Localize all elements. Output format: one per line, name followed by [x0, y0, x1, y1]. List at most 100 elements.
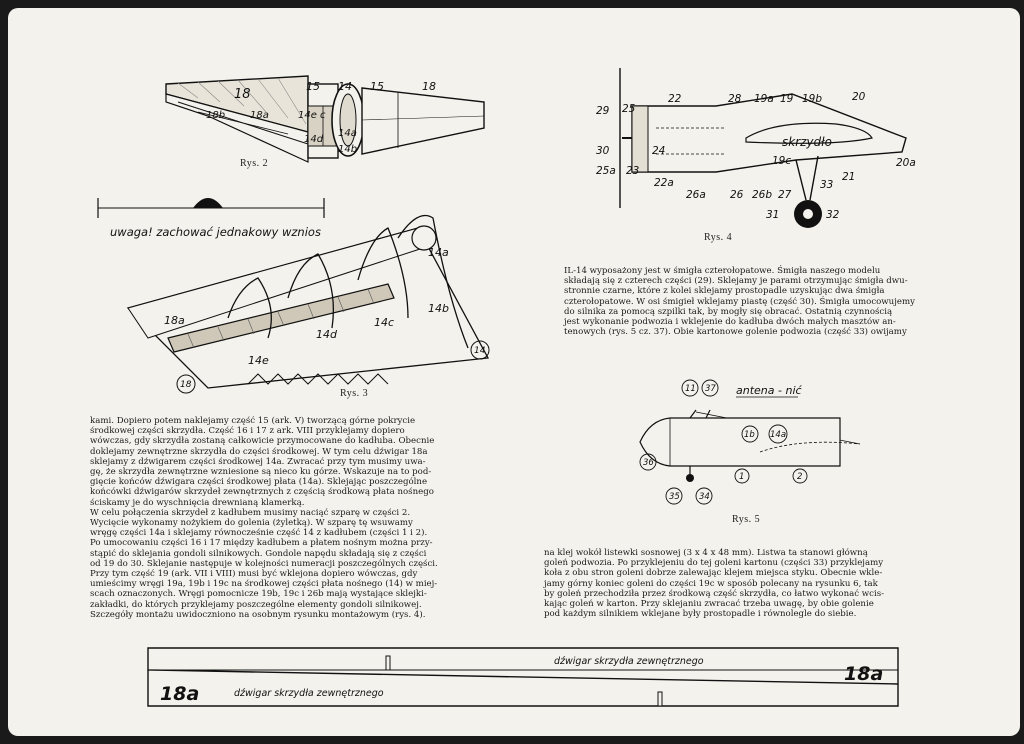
- rys4-label: 26: [730, 189, 744, 201]
- rys4-label: 33: [820, 179, 833, 191]
- rys2-label: 14e: [298, 110, 317, 121]
- rys2-label: 18a: [250, 110, 269, 121]
- text-line: koła z obu stron goleni dobrze zalewając…: [544, 568, 883, 579]
- rys4-label: 19b: [802, 93, 822, 105]
- rys3-label: 14a: [428, 246, 449, 259]
- wing-label: skrzydło: [782, 135, 832, 149]
- rys4-label: 31: [766, 209, 779, 221]
- rys2-label: 18: [234, 87, 251, 102]
- spar-strip: dźwigar skrzydła zewnętrznego 18a 18a dź…: [147, 647, 899, 707]
- rys2-label: 14a: [338, 128, 357, 139]
- text-line: goleń podwozia. Po przyklejeniu do tej g…: [544, 558, 884, 569]
- rys4-label: 25: [622, 103, 636, 115]
- text-line: gięcie końców dźwigara części środkowej …: [90, 477, 428, 488]
- rys5-circle-label: 35: [669, 492, 680, 502]
- text-right-bottom: na klej wokół listewki sosnowej (3 x 4 x…: [544, 548, 984, 619]
- text-line: W celu połączenia skrzydeł z kadłubem mu…: [90, 507, 411, 518]
- rys4-label: 22a: [654, 177, 674, 189]
- text-line: Wycięcie wykonamy nożykiem do golenia (ż…: [90, 518, 413, 529]
- rys2-label: 18b: [206, 110, 225, 121]
- text-line: wręgę części 14a i sklejamy równocześnie…: [90, 528, 428, 539]
- strip-top-code: 18a: [844, 663, 883, 685]
- rys4-label: 29: [596, 105, 610, 117]
- strip-bottom-label: dźwigar skrzydła zewnętrznego: [234, 688, 384, 699]
- text-line: Szczegóły montażu uwidoczniono na osobny…: [90, 609, 426, 620]
- rys4-label: 26b: [752, 189, 772, 201]
- rys5-circle-label: 34: [699, 492, 710, 502]
- rys4-label: 24: [652, 145, 665, 157]
- rys2-caption: Rys. 2: [240, 158, 269, 169]
- text-line: kając goleń w karton. Przy sklejaniu zwr…: [544, 599, 874, 610]
- rys3-label: 14e: [248, 354, 269, 367]
- text-line: IL-14 wyposażony jest w śmigła czterołop…: [564, 266, 881, 276]
- rys3-caption: Rys. 3: [340, 388, 369, 399]
- text-line: doklejamy zewnętrzne skrzydła do części …: [90, 446, 428, 457]
- rys3-label: 14d: [316, 328, 338, 341]
- figure-rys5: antena - nić 11 37 1b 14a 1 2 36 35 34: [639, 379, 861, 505]
- rys4-caption: Rys. 4: [704, 232, 733, 243]
- rys5-circle-label: 2: [797, 472, 802, 482]
- rys5-circle-label: 1: [739, 472, 744, 482]
- text-line: tenowych (rys. 5 cz. 37). Obie kartonowe…: [564, 327, 907, 338]
- figure-rys2: 18 15 14 15 18 18b 18a 14e c 14d 14a 14b: [165, 75, 485, 163]
- rys5-circle-label: 36: [643, 458, 654, 468]
- rys2-label: 18: [422, 80, 436, 93]
- strip-bottom-code: 18a: [160, 683, 199, 705]
- rys4-label: 26a: [686, 189, 706, 201]
- text-line: umieścimy wręgi 19a, 19b i 19c na środko…: [90, 579, 438, 590]
- rys4-label: 20: [852, 91, 866, 103]
- antenna-label: antena - nić: [736, 384, 802, 397]
- rys4-label: 20a: [896, 157, 916, 169]
- rys4-label: 19a: [754, 93, 774, 105]
- rys4-label: 28: [728, 93, 742, 105]
- rys2-label: 14: [338, 80, 352, 93]
- rys4-label: 32: [826, 209, 840, 221]
- text-line: gę, że skrzydła zewnętrzne wzniesione są…: [90, 467, 432, 478]
- rys2-label: c: [320, 110, 326, 121]
- rys2-label: 15: [306, 80, 320, 93]
- text-line: Przy tym część 19 (ark. VII i VIII) musi…: [90, 569, 418, 580]
- text-line: by goleń przechodziła przez środkową czę…: [544, 588, 885, 599]
- text-line: wówczas, gdy skrzydła zostaną całkowicie…: [90, 436, 435, 447]
- text-line: sklejamy z dźwigarem części środkowej 14…: [90, 456, 426, 467]
- rys4-label: 30: [596, 145, 610, 157]
- rys2-label: 15: [370, 80, 384, 93]
- book-page: 18 15 14 15 18 18b 18a 14e c 14d 14a 14b…: [8, 8, 1020, 736]
- text-line: Po umocowaniu części 16 i 17 między kadł…: [90, 538, 433, 549]
- rys2-label: 14b: [338, 144, 357, 155]
- rys5-circle-label: 1b: [744, 430, 755, 440]
- text-line: od 19 do 30. Sklejanie następuje w kolej…: [90, 558, 438, 569]
- text-right-top: IL-14 wyposażony jest w śmigła czterołop…: [564, 266, 984, 337]
- text-line: końcówki dźwigarów skrzydeł zewnętrznych…: [90, 487, 434, 498]
- rys4-label: 23: [626, 165, 639, 177]
- rys2-label: 14d: [304, 134, 324, 145]
- text-line: pod każdym silnikiem wklejane były prost…: [544, 609, 857, 620]
- rys5-caption: Rys. 5: [732, 514, 761, 525]
- text-line: czterołopatowe. W osi śmigieł wklejamy p…: [564, 296, 915, 307]
- figure-rys4: 29 25 22 28 19a 19 19b 20 30 24 25a 23 2…: [596, 68, 916, 228]
- rys3-circle-label: 18: [180, 380, 192, 390]
- text-line: składają się z czterech części (29). Skl…: [564, 276, 908, 287]
- text-line: do silnika za pomocą szpilki tak, by mog…: [564, 306, 893, 317]
- text-line: stąpić do sklejania gondoli silnikowych.…: [90, 548, 427, 559]
- rys4-label: 19: [780, 93, 794, 105]
- rys3-circle-label: 14: [474, 346, 486, 356]
- rys4-label: 19c: [772, 155, 791, 167]
- rys5-circle-label: 11: [685, 384, 696, 394]
- dihedral-note: uwaga! zachować jednakowy wznios: [110, 225, 321, 239]
- text-line: jamy górny koniec goleni do części 19c w…: [544, 578, 878, 589]
- rys4-label: 22: [668, 93, 682, 105]
- rys4-label: 27: [778, 189, 792, 201]
- rys3-label: 14b: [428, 302, 449, 315]
- rys5-circle-label: 37: [705, 384, 716, 394]
- text-line: scach oznaczonych. Wręgi pomocnicze 19b,…: [90, 589, 427, 600]
- rys4-label: 25a: [596, 165, 616, 177]
- text-line: środkowej części skrzydła. Część 16 i 17…: [90, 426, 405, 437]
- strip-top-label: dźwigar skrzydła zewnętrznego: [554, 656, 704, 667]
- text-line: stronnie czarne, które z kolei sklejamy …: [564, 286, 885, 297]
- text-line: jest wykonanie podwozia i wklejenie do k…: [564, 317, 896, 328]
- text-line: zakładki, do których przyklejamy poszcze…: [90, 599, 422, 610]
- rys4-label: 21: [842, 171, 855, 183]
- text-line: kami. Dopiero potem naklejamy część 15 (…: [90, 416, 416, 426]
- text-line: na klej wokół listewki sosnowej (3 x 4 x…: [544, 548, 868, 558]
